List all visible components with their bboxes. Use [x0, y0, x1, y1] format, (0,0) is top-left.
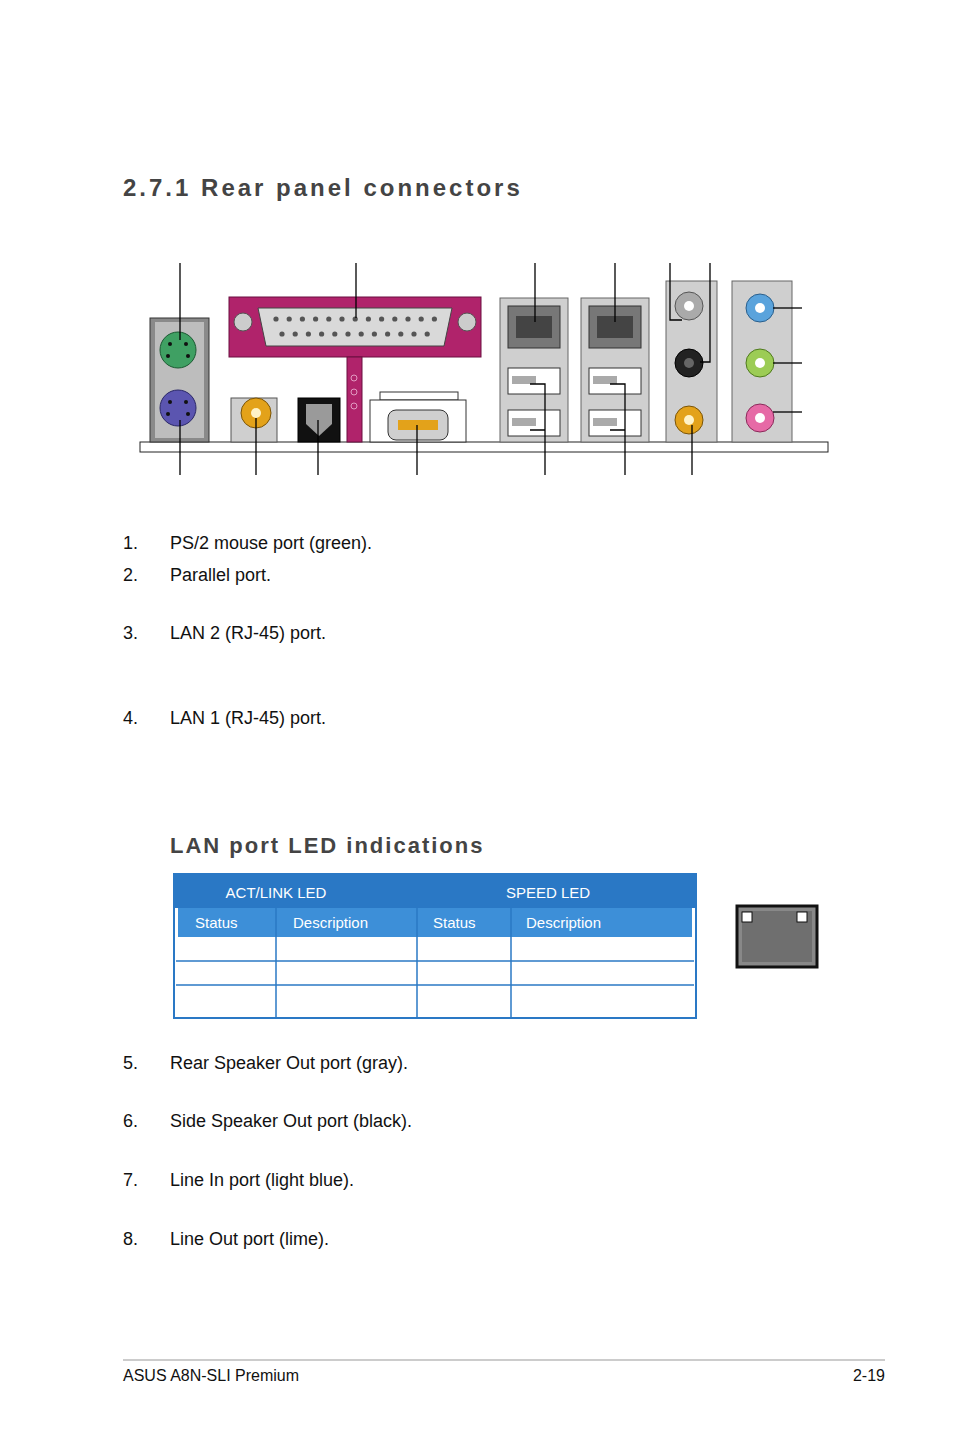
column-header: Description: [526, 914, 601, 931]
item-number: 1.: [123, 533, 138, 554]
rear-panel: [140, 281, 828, 452]
item-text: PS/2 mouse port (green).: [170, 533, 372, 554]
column-header: Description: [293, 914, 368, 931]
item-text: Side Speaker Out port (black).: [170, 1111, 412, 1132]
item-number: 5.: [123, 1053, 138, 1074]
led-table: [174, 874, 696, 1018]
page-number: 2-19: [853, 1367, 885, 1385]
item-text: LAN 2 (RJ-45) port.: [170, 623, 326, 644]
leader-lines: [180, 263, 802, 475]
rj45-icon: [737, 906, 817, 967]
footer-rule: [123, 1360, 885, 1361]
item-number: 7.: [123, 1170, 138, 1191]
item-text: Rear Speaker Out port (gray).: [170, 1053, 408, 1074]
item-number: 8.: [123, 1229, 138, 1250]
column-header: Status: [433, 914, 476, 931]
item-text: Line Out port (lime).: [170, 1229, 329, 1250]
section-title: 2.7.1 Rear panel connectors: [123, 174, 523, 202]
item-text: LAN 1 (RJ-45) port.: [170, 708, 326, 729]
item-number: 2.: [123, 565, 138, 586]
table-header: ACT/LINK LED: [226, 884, 327, 901]
item-text: Line In port (light blue).: [170, 1170, 354, 1191]
item-text: Parallel port.: [170, 565, 271, 586]
footer-text: ASUS A8N-SLI Premium: [123, 1367, 299, 1385]
column-header: Status: [195, 914, 238, 931]
item-number: 6.: [123, 1111, 138, 1132]
item-number: 4.: [123, 708, 138, 729]
item-number: 3.: [123, 623, 138, 644]
subheading: LAN port LED indications: [170, 833, 484, 859]
table-header: SPEED LED: [506, 884, 590, 901]
